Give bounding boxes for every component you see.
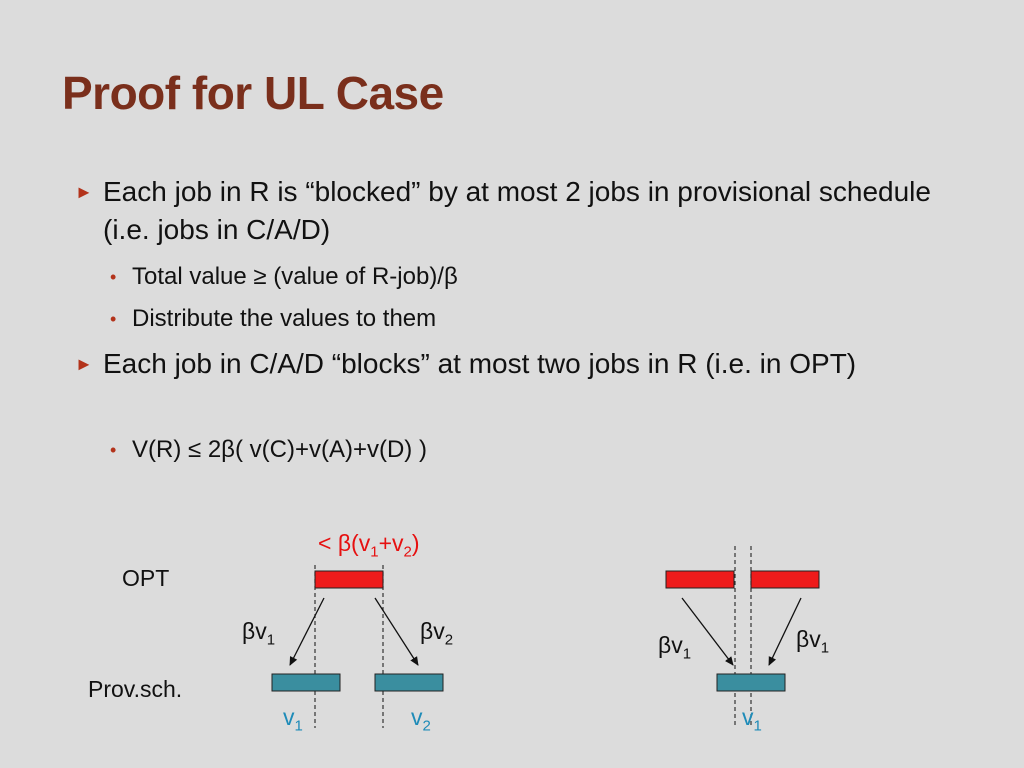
beta-v1-label-right-a: βv1 (658, 632, 692, 663)
opt-job-bar-b (750, 570, 820, 589)
blocking-arrow-left-2 (374, 597, 419, 666)
bullet-item-2: ► Each job in C/A/D “blocks” at most two… (75, 345, 963, 383)
blocking-arrow-right-2 (768, 597, 802, 666)
row-label-opt: OPT (122, 565, 170, 591)
blocking-arrow-right-1 (681, 597, 734, 666)
v1-label-left: v1 (283, 704, 303, 735)
v2-label: v2 (411, 704, 431, 735)
opt-job-bar (314, 570, 384, 589)
v1-label-right: v1 (742, 704, 762, 735)
slide-title: Proof for UL Case (62, 67, 444, 119)
sub-bullet-text: V(R) ≤ 2β( v(C)+v(A)+v(D) ) (132, 436, 427, 463)
opt-job-bar-a (665, 570, 735, 589)
bound-annotation: < β(v1+v2) (318, 530, 420, 561)
prov-job-bar-1 (271, 673, 341, 692)
sub-bullet-1-1: • Total value ≥ (value of R-job)/β (110, 262, 458, 292)
bullet-arrow-icon: ► (75, 182, 93, 202)
beta-v2-label: βv2 (420, 618, 454, 649)
bullet-arrow-icon: ► (75, 354, 93, 374)
sub-bullet-dot-icon: • (110, 440, 117, 460)
bullet-text: Each job in R is “blocked” by at most 2 … (103, 176, 931, 245)
row-label-prov-sch: Prov.sch. (88, 676, 183, 702)
beta-v1-label-left: βv1 (242, 618, 276, 649)
sub-bullet-dot-icon: • (110, 309, 117, 329)
bullet-text: Each job in C/A/D “blocks” at most two j… (103, 348, 857, 379)
sub-bullet-text: Distribute the values to them (132, 305, 437, 332)
sub-bullet-dot-icon: • (110, 267, 117, 287)
prov-job-bar-2 (374, 673, 444, 692)
sub-bullet-1-2: • Distribute the values to them (110, 304, 437, 334)
prov-job-bar (716, 673, 786, 692)
beta-v1-label-right-b: βv1 (796, 626, 830, 657)
sub-bullet-text: Total value ≥ (value of R-job)/β (132, 263, 458, 290)
sub-bullet-2-1: • V(R) ≤ 2β( v(C)+v(A)+v(D) ) (110, 435, 427, 465)
blocking-arrow-left-1 (289, 597, 325, 666)
bullet-item-1: ► Each job in R is “blocked” by at most … (75, 173, 963, 249)
